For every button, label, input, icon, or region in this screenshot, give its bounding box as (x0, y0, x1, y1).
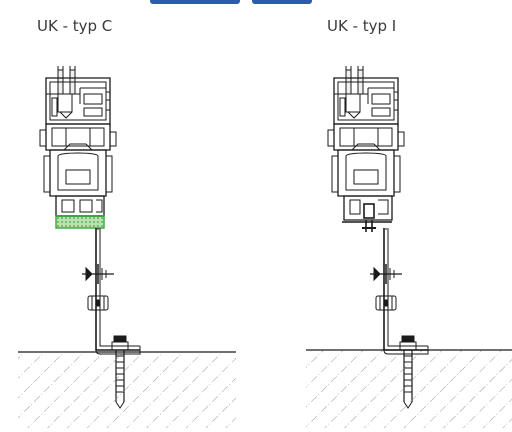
diagram-left-uk-typ-c (18, 65, 236, 428)
caption-uk-typ-i: UK - typ I (327, 17, 397, 35)
cut-off-title-bar (0, 0, 512, 6)
diagram-right-uk-typ-i (306, 65, 512, 428)
caption-uk-typ-c: UK - typ C (37, 17, 113, 35)
